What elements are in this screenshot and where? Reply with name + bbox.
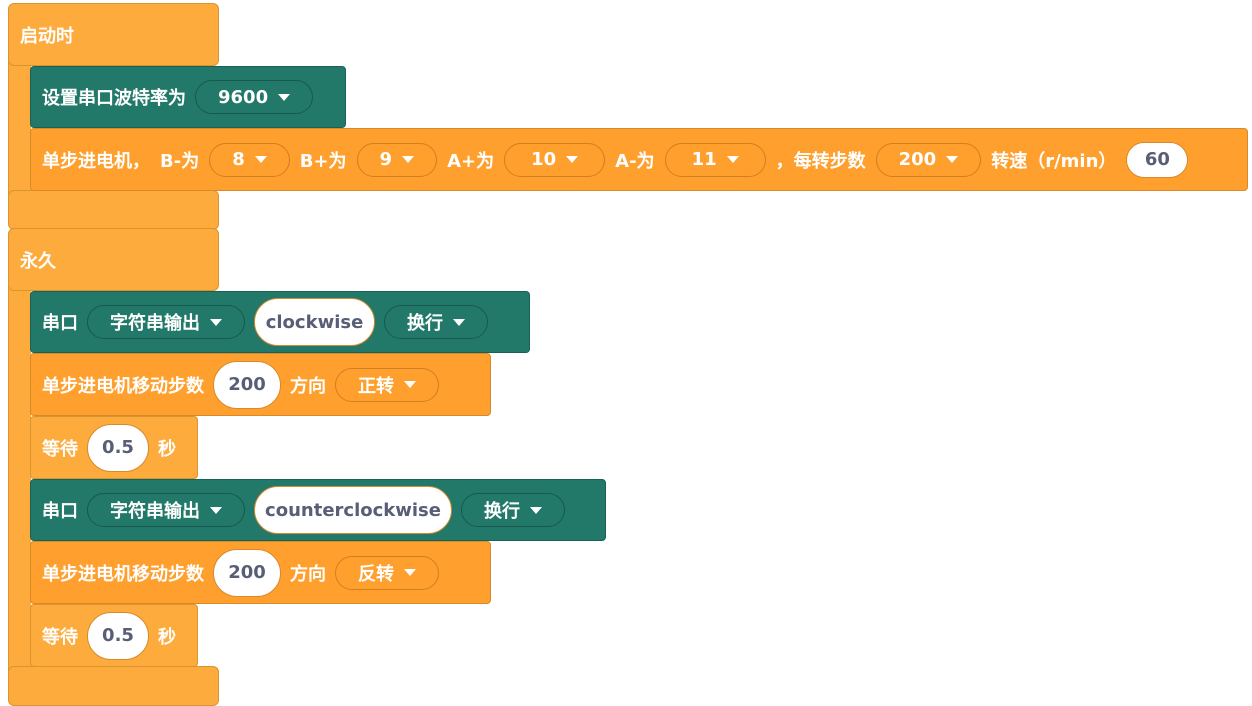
serial-mode-value: 字符串输出 <box>110 313 200 334</box>
serial-label: 串口 <box>42 313 78 334</box>
loop-bottom-arm <box>8 666 219 706</box>
chevron-down-icon <box>453 318 465 326</box>
baud-value: 9600 <box>218 86 269 108</box>
forever-label: 永久 <box>20 250 56 272</box>
wait-block[interactable]: 等待 0.5 秒 <box>30 416 198 479</box>
serial-print-block[interactable]: 串口 字符串输出 counterclockwise 换行 <box>30 479 606 541</box>
move-steps-input[interactable]: 200 <box>213 360 281 409</box>
move-label: 单步进电机移动步数 <box>42 375 204 397</box>
setup-bottom-arm <box>8 190 219 230</box>
bm-dropdown[interactable]: 8 <box>209 142 290 177</box>
steps-label: ，每转步数 <box>775 150 866 172</box>
wait-input[interactable]: 0.5 <box>87 611 149 660</box>
wait-label: 等待 <box>42 626 78 648</box>
chevron-down-icon <box>404 569 416 576</box>
bp-value: 9 <box>379 149 393 170</box>
move-label: 单步进电机移动步数 <box>42 563 204 585</box>
chevron-down-icon <box>210 506 222 514</box>
direction-dropdown[interactable]: 反转 <box>335 555 439 590</box>
chevron-down-icon <box>254 156 267 163</box>
chevron-down-icon <box>946 156 959 163</box>
setup-label: 启动时 <box>20 25 74 47</box>
chevron-down-icon <box>566 156 579 163</box>
stepper-move-block[interactable]: 单步进电机移动步数 200 方向 正转 <box>30 353 491 416</box>
baud-label: 设置串口波特率为 <box>42 88 186 109</box>
serial-label: 串口 <box>42 501 78 522</box>
newline-value: 换行 <box>484 501 520 522</box>
direction-label: 方向 <box>290 375 326 397</box>
serial-print-block[interactable]: 串口 字符串输出 clockwise 换行 <box>30 291 530 353</box>
ap-label: A+为 <box>447 150 495 172</box>
serial-mode-dropdown[interactable]: 字符串输出 <box>87 305 245 339</box>
serial-text-input[interactable]: clockwise <box>254 298 375 346</box>
serial-mode-value: 字符串输出 <box>110 501 200 522</box>
loop-c-arm <box>8 260 31 685</box>
wait-unit: 秒 <box>158 438 176 460</box>
forever-block[interactable]: 永久 <box>8 228 219 291</box>
chevron-down-icon <box>530 506 542 514</box>
bp-label: B+为 <box>299 150 347 172</box>
stepper-init-block[interactable]: 单步进电机， B-为 8 B+为 9 A+为 10 A-为 11 ，每转步数 2… <box>30 128 1248 191</box>
steps-dropdown[interactable]: 200 <box>875 142 982 177</box>
am-value: 11 <box>691 149 717 170</box>
direction-label: 方向 <box>290 563 326 585</box>
chevron-down-icon <box>278 93 291 101</box>
ap-value: 10 <box>531 149 557 170</box>
steps-value: 200 <box>898 149 937 170</box>
newline-dropdown[interactable]: 换行 <box>384 305 488 339</box>
chevron-down-icon <box>726 156 739 163</box>
setup-c-arm <box>8 40 31 220</box>
stepper-label: 单步进电机， <box>42 150 150 172</box>
am-label: A-为 <box>615 150 655 172</box>
wait-label: 等待 <box>42 438 78 460</box>
ap-dropdown[interactable]: 10 <box>504 142 606 177</box>
baud-dropdown[interactable]: 9600 <box>195 80 314 114</box>
am-dropdown[interactable]: 11 <box>664 142 766 177</box>
bm-value: 8 <box>232 149 245 170</box>
bp-dropdown[interactable]: 9 <box>356 142 438 177</box>
move-steps-input[interactable]: 200 <box>213 548 281 597</box>
speed-label: 转速（r/min） <box>991 150 1117 172</box>
set-baud-block[interactable]: 设置串口波特率为 9600 <box>30 66 346 128</box>
setup-hat-block[interactable]: 启动时 <box>8 3 219 66</box>
bm-label: B-为 <box>160 150 200 172</box>
chevron-down-icon <box>210 318 222 326</box>
direction-value: 正转 <box>358 375 394 397</box>
serial-mode-dropdown[interactable]: 字符串输出 <box>87 493 245 527</box>
direction-dropdown[interactable]: 正转 <box>335 367 439 402</box>
speed-input[interactable]: 60 <box>1126 141 1189 178</box>
newline-dropdown[interactable]: 换行 <box>461 493 565 527</box>
chevron-down-icon <box>402 156 415 163</box>
direction-value: 反转 <box>358 563 394 585</box>
wait-input[interactable]: 0.5 <box>87 423 149 472</box>
newline-value: 换行 <box>407 313 443 334</box>
wait-block[interactable]: 等待 0.5 秒 <box>30 604 198 667</box>
stepper-move-block[interactable]: 单步进电机移动步数 200 方向 反转 <box>30 541 491 604</box>
serial-text-input[interactable]: counterclockwise <box>254 486 452 534</box>
chevron-down-icon <box>404 381 416 388</box>
wait-unit: 秒 <box>158 626 176 648</box>
